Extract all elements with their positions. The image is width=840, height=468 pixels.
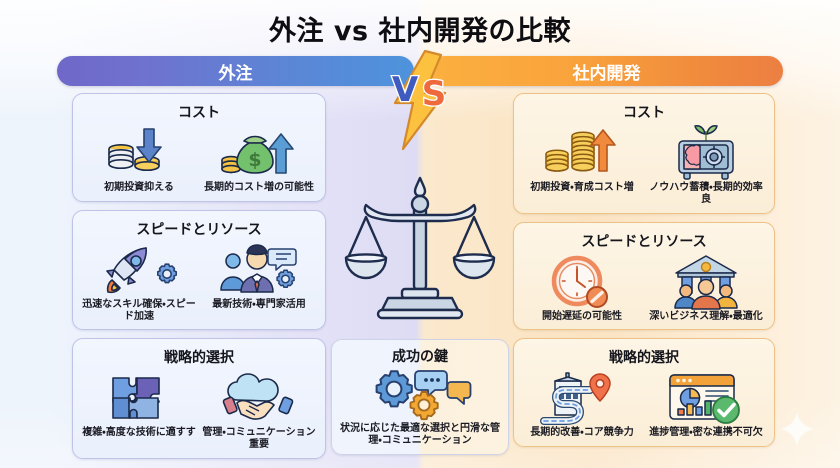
building-roadmap-pin-icon — [540, 369, 622, 427]
svg-text:V: V — [392, 70, 419, 110]
card-item: 初期投資・育成コスト増 — [520, 124, 644, 206]
card-inhouse-speed: スピードとリソース — [513, 221, 775, 331]
puzzle-pieces-icon — [105, 369, 173, 427]
card-item-caption: 深いビジネス理解・最適化 — [649, 310, 763, 322]
brain-safe-sprout-icon — [667, 124, 745, 182]
versus-lightning-badge: V S — [361, 49, 479, 173]
card-caption: 状況に応じた最適な選択と円滑な管理・コミュニケーション — [340, 423, 500, 447]
card-item-caption: 管理・コミュニケーション重要 — [202, 427, 316, 451]
card-title: スピードとリソース — [581, 233, 707, 250]
card-item-caption: 複雑・高度な技術に適すす — [82, 427, 196, 439]
svg-text:S: S — [422, 74, 447, 114]
coins-down-arrow-icon — [101, 124, 177, 182]
coin-stacks-up-arrow-icon — [540, 124, 624, 182]
clock-delay-icon — [549, 253, 615, 311]
card-outsourcing-cost: コスト — [72, 93, 326, 202]
column-header-outsourcing: 外注 — [57, 56, 414, 86]
card-item-caption: 長期的改善・コア競争力 — [530, 427, 634, 439]
card-item-caption: 最新技術・専門家活用 — [212, 298, 306, 310]
card-outsourcing-strategy: 戦略的選択 複雑・高度な技術に適すす — [72, 338, 326, 459]
column-header-inhouse: 社内開発 — [430, 56, 783, 86]
card-item: 進捗管理・密な連携不可欠 — [644, 369, 768, 439]
card-item: 管理・コミュニケーション重要 — [199, 369, 319, 451]
card-item: 開始遅延の可能性 — [520, 253, 644, 323]
card-title: 戦略的選択 — [609, 350, 679, 367]
card-item: 最新技術・専門家活用 — [199, 241, 319, 323]
card-item: 複雑・高度な技術に適すす — [79, 369, 199, 451]
svg-text:$: $ — [248, 149, 261, 171]
money-bag-up-arrow-icon: $ — [219, 124, 299, 182]
card-title: 成功の鍵 — [392, 349, 448, 365]
card-item-caption: 開始遅延の可能性 — [542, 310, 622, 322]
card-key-to-success: 成功の鍵 — [331, 339, 509, 456]
card-item-caption: 迅速なスキル確保・スピード加速 — [82, 298, 196, 322]
card-item-caption: ノウハウ蓄積・長期的効率良 — [649, 182, 763, 205]
team-building-icon — [668, 253, 744, 311]
inhouse-column: コスト — [513, 93, 775, 455]
rocket-gear-icon — [100, 241, 178, 299]
card-inhouse-cost: コスト — [513, 93, 775, 214]
sparkle-icon — [780, 412, 814, 446]
card-item-caption: 初期投資抑える — [104, 182, 174, 193]
balance-scale-icon — [344, 172, 496, 324]
card-item: 迅速なスキル確保・スピード加速 — [79, 241, 199, 323]
card-item-caption: 初期投資・育成コスト増 — [530, 182, 634, 193]
page-title: 外注 vs 社内開発の比較 — [269, 16, 571, 47]
card-inhouse-strategy: 戦略的選択 — [513, 338, 775, 448]
card-item: ノウハウ蓄積・長期的効率良 — [644, 124, 768, 206]
card-title: コスト — [623, 105, 665, 121]
card-item: 長期的改善・コア競争力 — [520, 369, 644, 439]
card-item: 初期投資抑える — [79, 124, 199, 194]
card-title: コスト — [178, 105, 220, 121]
card-title: 戦略的選択 — [164, 350, 234, 367]
handshake-cloud-icon — [219, 369, 299, 427]
outsourcing-column: コスト — [72, 93, 326, 467]
card-item-caption: 進捗管理・密な連携不可欠 — [649, 427, 763, 439]
card-outsourcing-speed: スピードとリソース — [72, 209, 326, 331]
gears-chat-icon — [338, 368, 502, 422]
expert-chat-gear-icon — [219, 241, 299, 299]
card-item-caption: 長期的コスト増の可能性 — [204, 182, 314, 193]
column-header-outsourcing-label: 外注 — [218, 63, 253, 84]
dashboard-check-icon — [666, 369, 746, 427]
card-item: 深いビジネス理解・最適化 — [644, 253, 768, 323]
card-item: $ 長期的コスト増の可能性 — [199, 124, 319, 194]
card-title: スピードとリソース — [136, 221, 262, 238]
column-header-inhouse-label: 社内開発 — [572, 63, 641, 84]
